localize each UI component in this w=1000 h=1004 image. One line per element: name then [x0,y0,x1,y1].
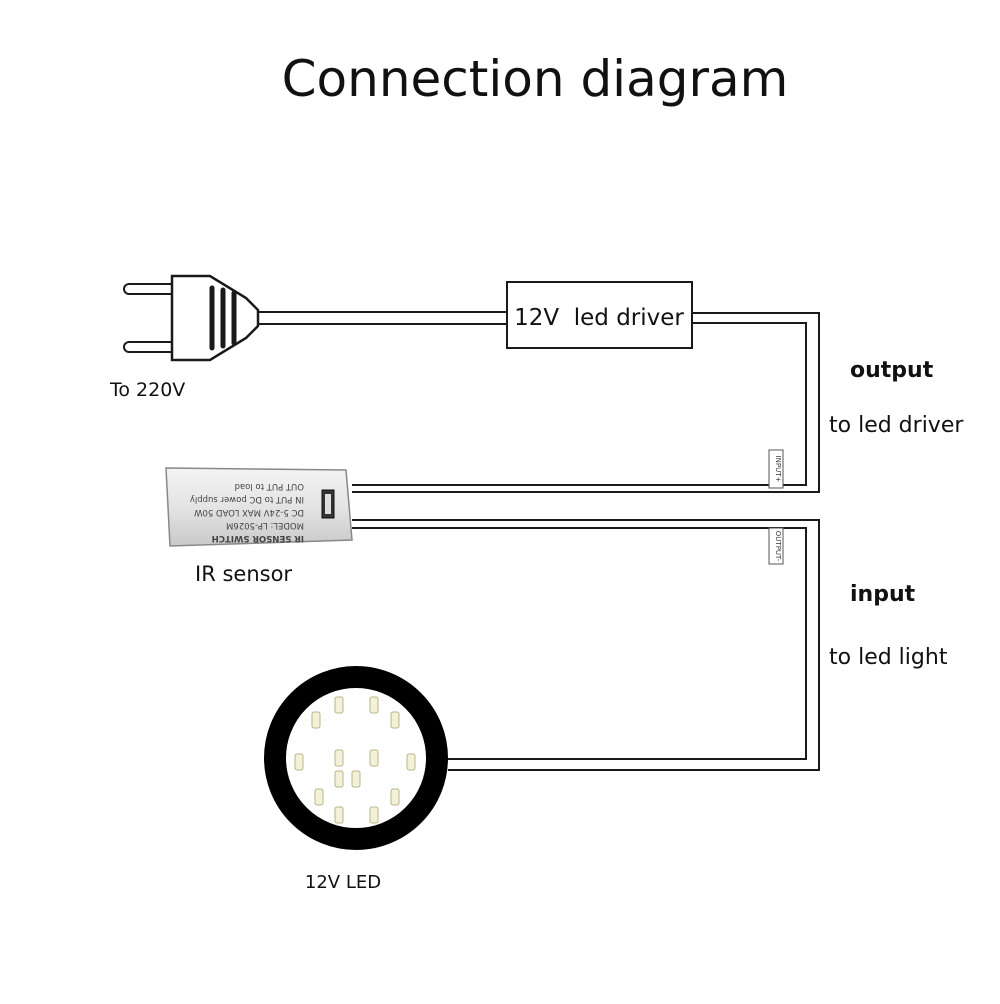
sensor-print-line-1: IR SENSOR SWITCH [212,533,304,543]
sensor-body [165,467,353,547]
plug-body [170,274,260,362]
sensor-print-line-4: IN PUT to DC power supply [190,494,304,504]
port-output-label: OUTPUT- [774,531,782,562]
led-light-icon [264,666,448,850]
output-heading: output [850,358,934,383]
page-title: Connection diagram [282,50,789,108]
led-chip [351,770,361,788]
port-tag-input: INPUT+ [768,449,784,489]
wires [258,311,820,771]
led-chip [294,753,304,771]
output-text: to led driver [829,413,964,438]
plug-grip-ridges [209,285,237,351]
input-heading: input [850,582,916,607]
port-tag-output: OUTPUT- [768,527,784,565]
sensor-print-line-3: DC 5-24V MAX LOAD 50W [193,507,304,517]
wire-sensor-led-inner [352,527,807,760]
led-chip [334,770,344,788]
ir-sensor-device: IR SENSOR SWITCH MODEL: LP-5026M DC 5-24… [165,467,353,547]
wire-driver-sensor-inner [352,322,807,486]
led-chip [390,788,400,806]
led-chip [314,788,324,806]
sensor-print: IR SENSOR SWITCH MODEL: LP-5026M DC 5-24… [190,481,304,543]
led-chip [390,711,400,729]
plug-label: To 220V [109,379,185,401]
plug-pin-top [123,283,177,295]
sensor-print-line-5: OUT PUT to load [235,481,304,491]
led-chip [369,806,379,824]
led-chip [334,806,344,824]
led-chip [406,753,416,771]
power-plug-icon [123,274,260,362]
port-input-label: INPUT+ [774,456,782,483]
led-driver-box [506,281,693,349]
led-label: 12V LED [305,872,381,893]
led-chips [294,696,416,824]
input-text: to led light [829,645,948,670]
led-chip [369,749,379,767]
sensor-print-line-2: MODEL: LP-5026M [226,520,304,530]
led-chip [334,696,344,714]
led-chip [311,711,321,729]
led-driver-label: 12V led driver [514,305,684,331]
wire-driver-sensor-outer [352,312,820,493]
led-chip [334,749,344,767]
ir-sensor-label: IR sensor [195,562,292,586]
wire-sensor-led-outer [352,519,820,771]
led-chip [369,696,379,714]
plug-pin-bottom [123,341,177,353]
